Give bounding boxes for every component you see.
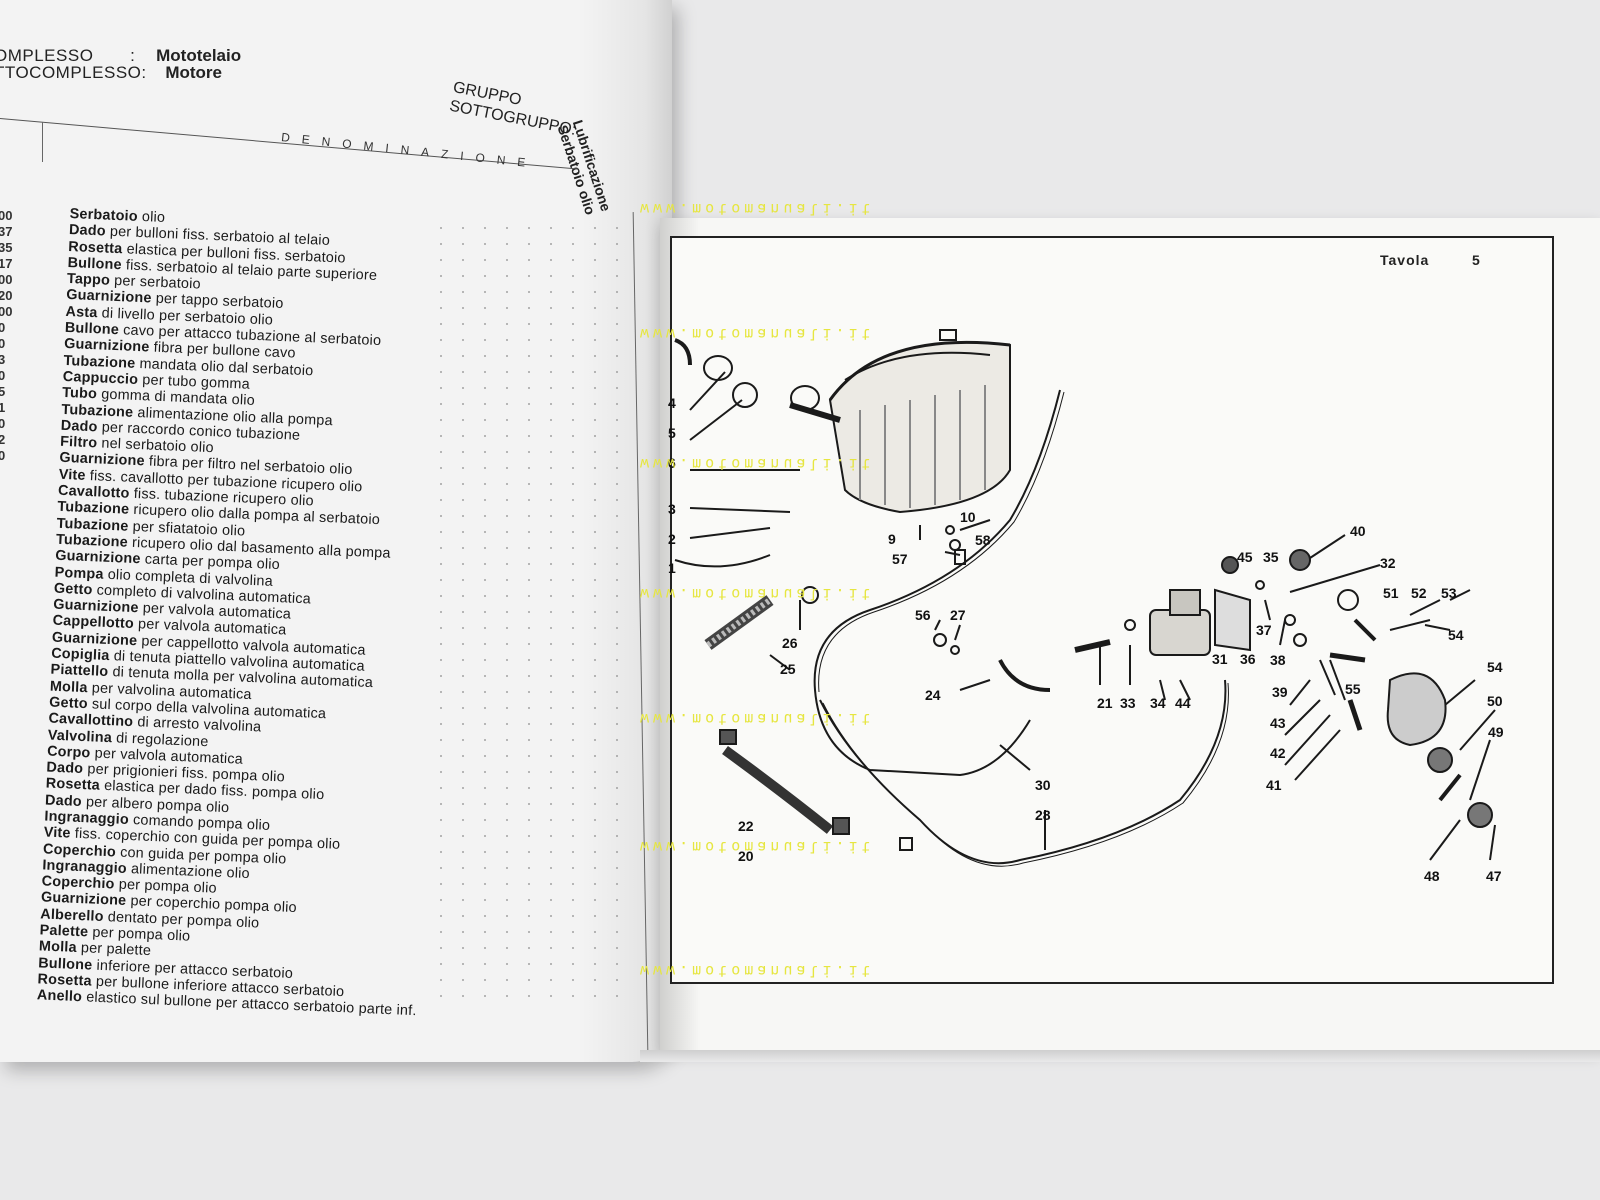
part-name: Dado: [46, 759, 84, 778]
part-name: Molla: [49, 678, 88, 696]
part-code: 2: [0, 432, 6, 447]
watermark-3: www.motomanuali.it: [640, 455, 875, 473]
part-name: Bullone: [37, 954, 93, 974]
complesso-label: OMPLESSO: [0, 46, 94, 65]
part-name: Palette: [39, 922, 89, 941]
part-code: [0, 480, 12, 496]
sottocomplesso-row: TTOCOMPLESSO: Motore: [0, 63, 222, 83]
part-code: 00: [0, 272, 13, 287]
part-code: 0: [0, 368, 6, 383]
complesso-value: Mototelaio: [156, 46, 242, 65]
part-code: 0: [0, 336, 6, 351]
watermark-1: www.motomanuali.it: [640, 200, 875, 218]
part-name: Rosetta: [67, 238, 123, 257]
part-name: Bullone: [67, 254, 123, 274]
part-name: Asta: [65, 303, 98, 322]
complesso-sep: :: [130, 46, 136, 65]
part-name: Anello: [36, 987, 83, 1006]
part-code: 37: [0, 224, 13, 239]
denominazione-header: DENOMINAZIONE: [280, 130, 538, 171]
part-name: Copiglia: [50, 645, 110, 665]
part-name: Tubo: [61, 385, 98, 403]
part-name: Filtro: [59, 433, 98, 452]
exploded-diagram-frame: [670, 236, 1554, 984]
part-code: [0, 464, 12, 480]
part-code: 00: [0, 208, 13, 223]
part-name: Rosetta: [37, 971, 93, 990]
part-code: 0: [0, 416, 6, 431]
plate-number: 5: [1472, 252, 1480, 268]
part-name: Molla: [38, 938, 78, 957]
page-stack-edge: [640, 1050, 1600, 1062]
part-name: Rosetta: [45, 775, 101, 795]
plate-label: Tavola: [1380, 252, 1430, 268]
sottocomplesso-label: TTOCOMPLESSO:: [0, 63, 147, 82]
part-code: 20: [0, 288, 13, 303]
part-code: 00: [0, 304, 13, 319]
part-name: Vite: [58, 466, 86, 484]
part-name: Dado: [60, 417, 98, 436]
part-code: 35: [0, 240, 13, 255]
part-code: 5: [0, 384, 6, 399]
part-description: olio: [137, 208, 166, 226]
watermark-6: www.motomanuali.it: [640, 838, 875, 856]
part-name: Tappo: [66, 271, 111, 289]
part-name: Dado: [44, 792, 83, 810]
part-code: 0: [0, 448, 6, 463]
part-name: Corpo: [46, 743, 91, 762]
part-name: Getto: [53, 580, 93, 599]
watermark-4: www.motomanuali.it: [640, 585, 875, 603]
part-code: 0: [0, 320, 6, 335]
part-name: Piattello: [50, 661, 109, 681]
watermark-5: www.motomanuali.it: [640, 710, 875, 728]
left-page: OMPLESSO : Mototelaio TTOCOMPLESSO: Moto…: [0, 0, 672, 1062]
complesso-row: OMPLESSO : Mototelaio: [0, 46, 241, 66]
part-name: Getto: [48, 694, 89, 713]
leader-dots: [430, 220, 630, 1010]
part-code: 3: [0, 352, 6, 367]
part-name: Vite: [43, 824, 71, 842]
sottocomplesso-value: Motore: [165, 63, 223, 82]
part-name: Dado: [68, 222, 107, 240]
watermark-7: www.motomanuali.it: [640, 962, 875, 980]
watermark-2: www.motomanuali.it: [640, 325, 875, 343]
column-divider: [42, 122, 43, 162]
part-name: Bullone: [64, 319, 120, 339]
part-code: 17: [0, 256, 13, 271]
part-name: Pompa: [54, 564, 104, 583]
part-code: 1: [0, 400, 6, 415]
